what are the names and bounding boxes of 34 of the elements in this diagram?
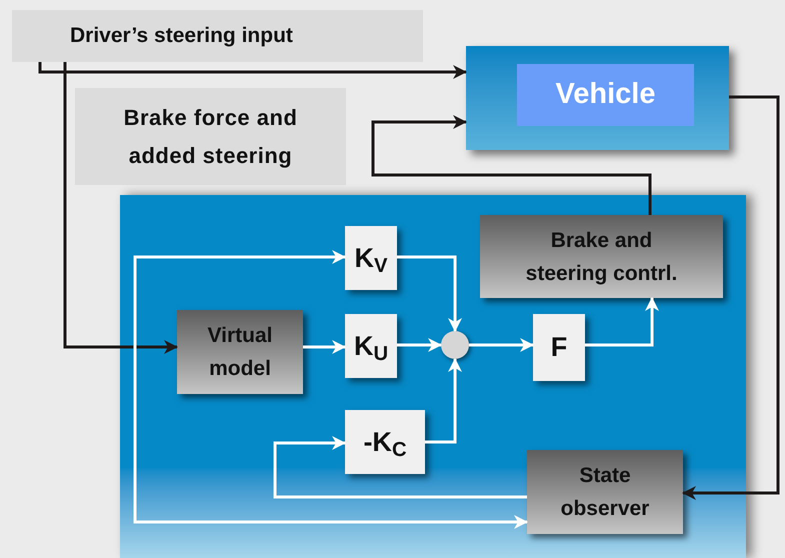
summing-junction	[441, 331, 469, 359]
controller-panel	[120, 195, 746, 558]
arrow	[425, 358, 462, 444]
block-label: Virtual model	[206, 323, 274, 382]
block-label: Brake and steering contrl.	[524, 228, 678, 286]
arrow	[397, 338, 442, 352]
block-label: State observer	[560, 463, 650, 522]
model-block	[177, 310, 303, 394]
arrow	[64, 62, 178, 354]
arrow	[274, 436, 527, 498]
arrow	[372, 115, 652, 215]
input-band	[12, 10, 423, 62]
block-label: -K$_{C}$	[363, 426, 407, 462]
vehicle-block	[466, 46, 729, 150]
vehicle-label-box	[517, 64, 694, 126]
block-label: K$_{U}$	[354, 330, 388, 366]
block-label: Vehicle	[556, 77, 656, 112]
gain-block	[345, 410, 425, 474]
block-label: Driver’s steering input	[70, 23, 293, 50]
observer-block	[527, 450, 683, 534]
arrow	[585, 297, 659, 346]
gain-block	[345, 314, 397, 378]
arrow	[397, 256, 462, 332]
arrow	[469, 338, 534, 352]
arrow	[682, 96, 780, 500]
filter-block	[533, 314, 585, 381]
arrow	[38, 62, 467, 79]
controller-block	[480, 215, 723, 298]
block-label: Brake force and added steering	[122, 104, 298, 170]
block-label: K$_{V}$	[354, 242, 388, 278]
block-label: F	[550, 331, 568, 364]
gain-block	[345, 226, 397, 290]
arrow	[134, 250, 528, 529]
arrow	[303, 340, 346, 354]
